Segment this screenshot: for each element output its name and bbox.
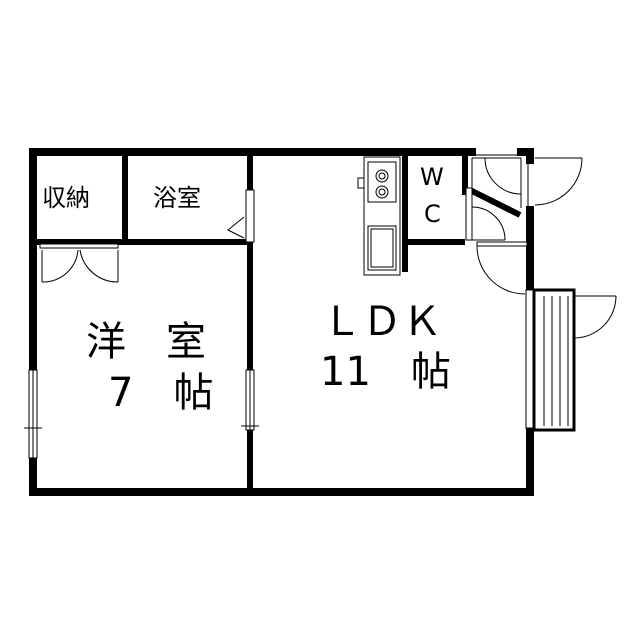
room-label-bath: 浴室 — [153, 184, 201, 212]
room-label-western-line1: 洋 室 — [86, 319, 206, 365]
hall-door — [476, 241, 528, 295]
room-label-western-line2: 7 帖 — [108, 370, 214, 416]
balcony — [525, 288, 617, 432]
entrance-door — [471, 154, 583, 208]
interior-walls — [36, 152, 522, 492]
kitchen-counter — [357, 156, 401, 276]
room-label-ldk-line2: 11 帖 — [320, 349, 451, 395]
western-room-window — [24, 369, 42, 459]
bath-door — [227, 189, 255, 243]
partition-door — [241, 369, 259, 431]
room-label-ldk-line1: ＬＤＫ — [322, 299, 442, 345]
room-label-wc-line1: W — [420, 163, 444, 191]
room-label-wc-line2: C — [424, 200, 441, 228]
room-label-storage: 収納 — [42, 184, 90, 212]
storage-door — [39, 243, 119, 283]
wc-door — [465, 187, 506, 241]
